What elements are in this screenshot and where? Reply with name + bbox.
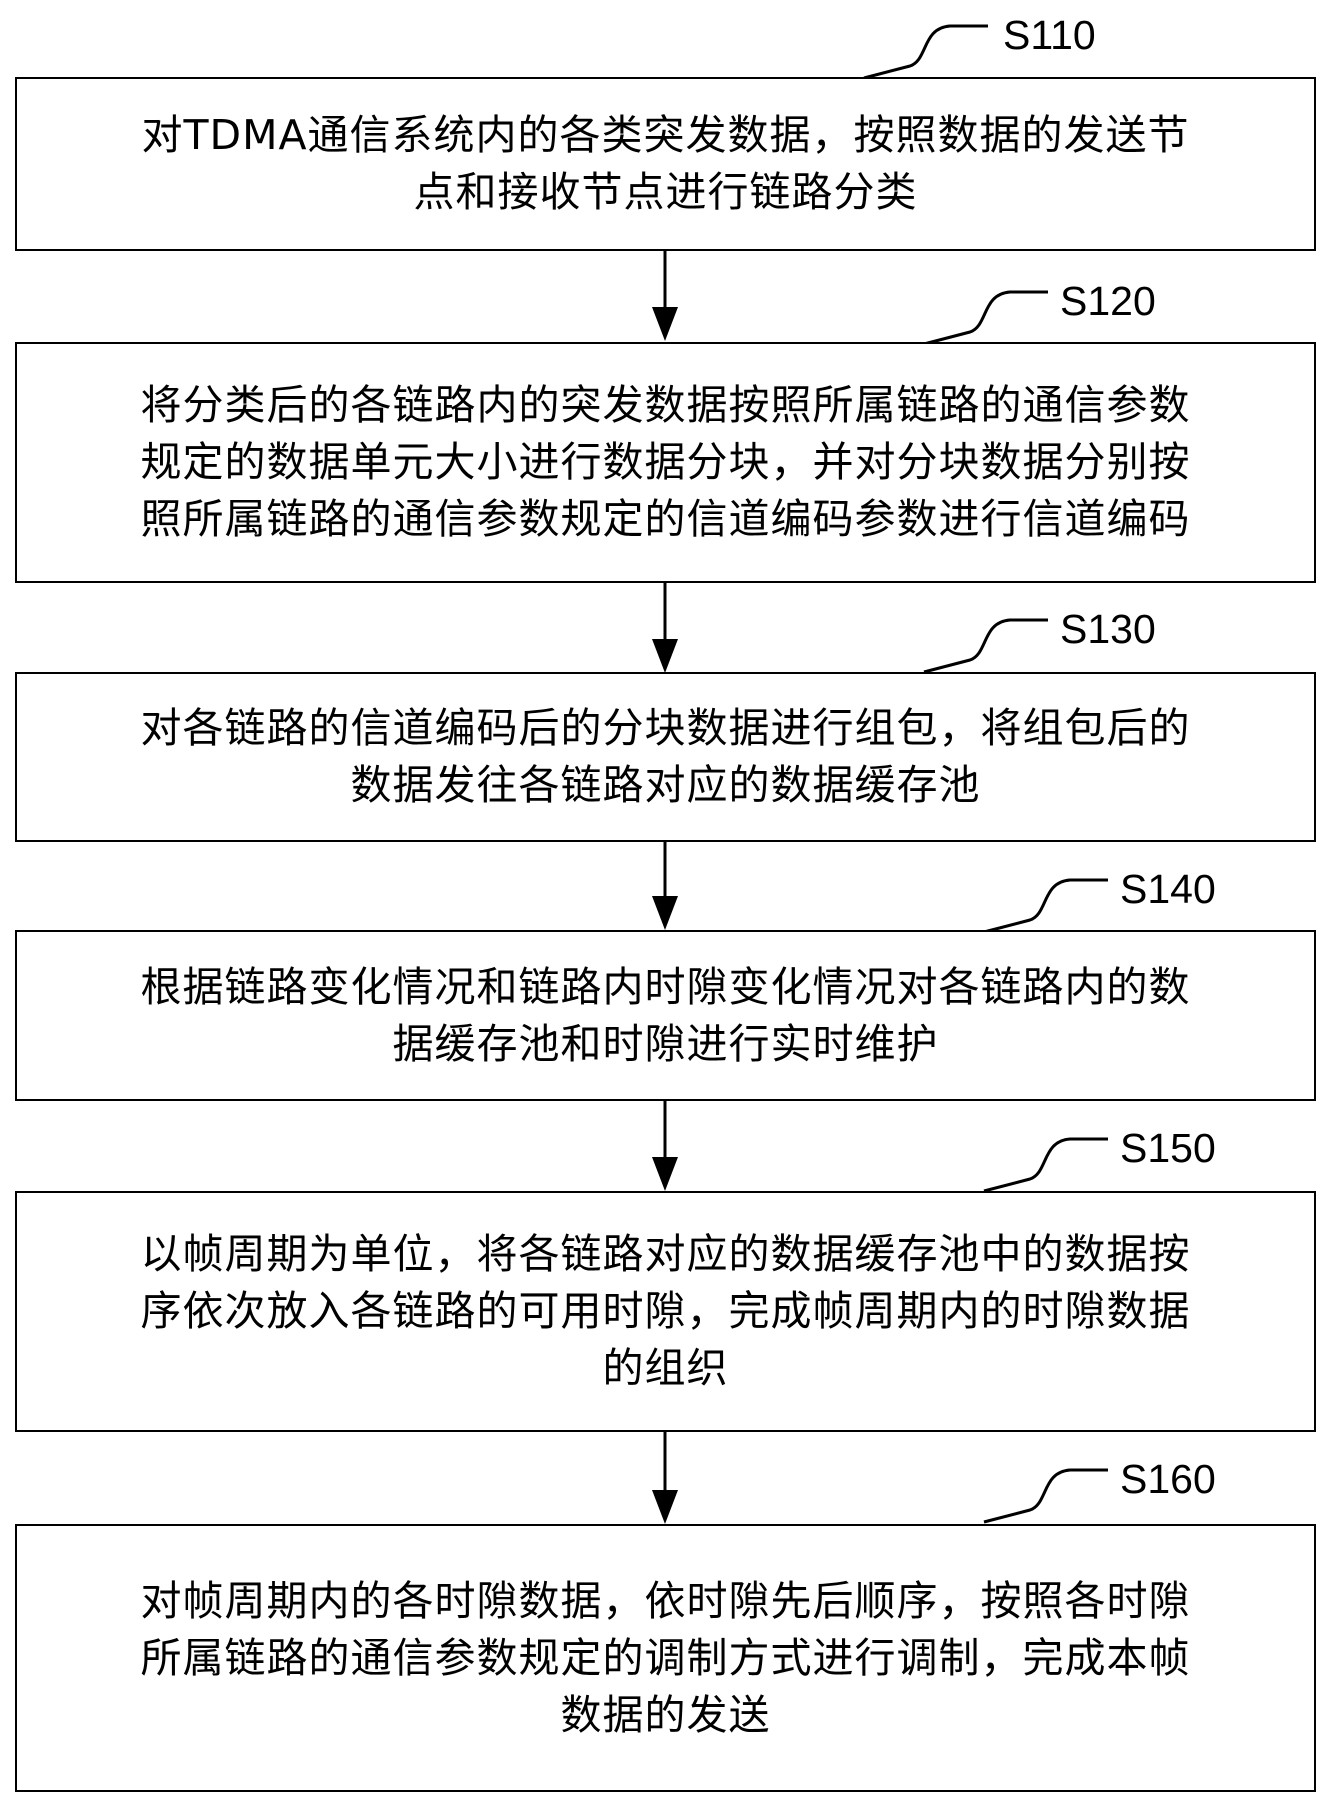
step-text-line: 点和接收节点进行链路分类 [413,168,918,216]
step-text-line: 以帧周期为单位，将各链路对应的数据缓存池中的数据按 [140,1230,1191,1278]
step-box-s110: 对TDMA通信系统内的各类突发数据，按照数据的发送节 点和接收节点进行链路分类 [15,77,1316,251]
step-label-leader [983,1468,1108,1524]
arrow-down-icon [652,583,678,673]
step-label-s140: S140 [1120,866,1216,912]
step-label-leader [983,878,1108,934]
step-label-leader [923,290,1048,346]
step-box-s150: 以帧周期为单位，将各链路对应的数据缓存池中的数据按 序依次放入各链路的可用时隙，… [15,1191,1316,1432]
step-text-line: 对各链路的信道编码后的分块数据进行组包，将组包后的 [140,704,1191,752]
arrow-down-icon [652,1432,678,1524]
step-label-s120: S120 [1060,278,1156,324]
step-box-s160: 对帧周期内的各时隙数据，依时隙先后顺序，按照各时隙 所属链路的通信参数规定的调制… [15,1524,1316,1792]
step-label-s150: S150 [1120,1125,1216,1171]
step-label-s130: S130 [1060,606,1156,652]
step-text-line: 将分类后的各链路内的突发数据按照所属链路的通信参数 [140,381,1191,429]
step-text-line: 据缓存池和时隙进行实时维护 [392,1019,939,1068]
step-text-line: 数据的发送 [560,1690,771,1739]
step-box-s130: 对各链路的信道编码后的分块数据进行组包，将组包后的 数据发往各链路对应的数据缓存… [15,672,1316,842]
step-text-line: 所属链路的通信参数规定的调制方式进行调制，完成本帧 [140,1633,1191,1682]
step-text-line: 对帧周期内的各时隙数据，依时隙先后顺序，按照各时隙 [140,1576,1191,1625]
step-label-s160: S160 [1120,1456,1216,1502]
arrow-down-icon [652,1101,678,1191]
step-label-leader [863,24,988,80]
step-text-line: 规定的数据单元大小进行数据分块，并对分块数据分别按 [140,438,1191,486]
step-label-s110: S110 [1003,12,1096,58]
step-text-line: 的组织 [602,1344,729,1392]
step-text-line: 序依次放入各链路的可用时隙，完成帧周期内的时隙数据 [140,1287,1191,1335]
step-text-line: 照所属链路的通信参数规定的信道编码参数进行信道编码 [140,495,1191,543]
arrow-down-icon [652,842,678,930]
step-label-leader [923,618,1048,674]
step-box-s120: 将分类后的各链路内的突发数据按照所属链路的通信参数 规定的数据单元大小进行数据分… [15,342,1316,583]
step-text-line: 对TDMA通信系统内的各类突发数据，按照数据的发送节 [141,111,1190,159]
step-box-s140: 根据链路变化情况和链路内时隙变化情况对各链路内的数 据缓存池和时隙进行实时维护 [15,930,1316,1101]
step-text-line: 数据发往各链路对应的数据缓存池 [350,761,981,809]
step-label-leader [983,1137,1108,1193]
step-text-line: 根据链路变化情况和链路内时隙变化情况对各链路内的数 [140,962,1191,1011]
arrow-down-icon [652,251,678,341]
